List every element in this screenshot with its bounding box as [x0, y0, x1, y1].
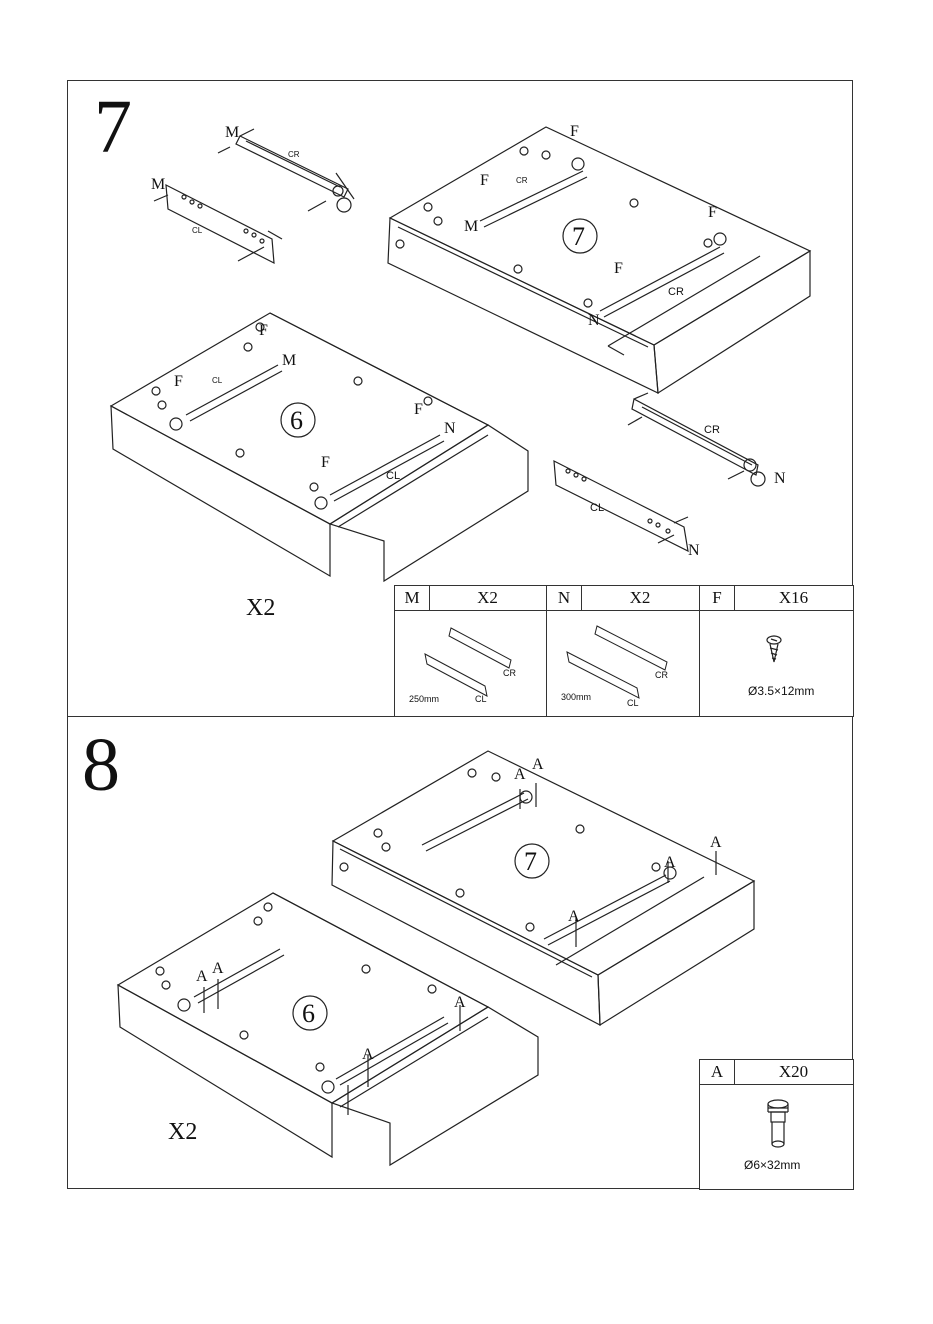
step-7-parts-table: M X2 CR CL 250mm N X2 — [394, 585, 854, 717]
board-6-label-step8: 6 — [302, 999, 315, 1028]
board-6-frame — [111, 313, 528, 581]
label-cl-1: CL — [192, 226, 203, 235]
callout-n-3: N — [774, 470, 786, 487]
part-count-a: X20 — [734, 1060, 853, 1084]
callout-a-5: A — [568, 908, 580, 925]
board-7-frame-step8 — [332, 751, 754, 1025]
part-cell-n: N X2 CR CL 300mm — [547, 586, 700, 716]
label-cr-2: CR — [516, 176, 528, 185]
board-6-label: 6 — [290, 406, 303, 435]
loose-slide-m-cr — [218, 129, 354, 212]
board-7-frame — [388, 127, 810, 393]
part-code-a: A — [700, 1060, 735, 1084]
step-7-illustration: M M CR CL 7 F F M F F N — [68, 81, 852, 586]
loose-slide-n-cr — [628, 393, 765, 486]
callout-a-1: A — [514, 766, 526, 783]
part-count-n: X2 — [581, 586, 699, 610]
board-6-frame-step8 — [118, 893, 538, 1165]
callout-a-7: A — [212, 960, 224, 977]
part-code-f: F — [700, 586, 735, 610]
callout-f-7: F — [414, 401, 423, 418]
callout-m-3: M — [464, 218, 478, 235]
part-count-f: X16 — [734, 586, 853, 610]
callout-f-6: F — [174, 373, 183, 390]
callout-m-4: M — [282, 352, 296, 369]
board-7-label-step8: 7 — [524, 847, 537, 876]
part-code-n: N — [547, 586, 582, 610]
callout-a-6: A — [196, 968, 208, 985]
callout-f-2: F — [480, 172, 489, 189]
part-n-length: 300mm — [561, 692, 591, 702]
board-7-label: 7 — [572, 222, 585, 251]
callout-n-1: N — [588, 312, 600, 329]
part-m-left-label: CL — [475, 694, 487, 704]
label-cr-4: CR — [704, 424, 720, 436]
part-count-m: X2 — [429, 586, 546, 610]
step-8-panel: 8 X2 7 — [67, 716, 853, 1189]
part-f-spec: Ø3.5×12mm — [748, 684, 814, 698]
label-cl-4: CL — [590, 502, 604, 514]
label-cl-3: CL — [386, 470, 400, 482]
callout-a-9: A — [362, 1046, 374, 1063]
part-m-length: 250mm — [409, 694, 439, 704]
callout-a-4: A — [664, 854, 676, 871]
callout-n-2: N — [444, 420, 456, 437]
part-a-spec: Ø6×32mm — [744, 1158, 800, 1172]
callout-a-3: A — [710, 834, 722, 851]
callout-a-8: A — [454, 994, 466, 1011]
label-cl-2: CL — [212, 376, 223, 385]
callout-a-2: A — [532, 756, 544, 773]
part-code-m: M — [395, 586, 430, 610]
part-n-right-label: CR — [655, 670, 668, 680]
part-n-left-label: CL — [627, 698, 639, 708]
step-7-panel: 7 X2 M M CR CL — [67, 80, 853, 717]
part-cell-f: F X16 Ø3.5×12mm — [700, 586, 853, 716]
callout-f-4: F — [614, 260, 623, 277]
label-cr-3: CR — [668, 286, 684, 298]
step-7-quantity: X2 — [246, 595, 275, 622]
callout-f-8: F — [321, 454, 330, 471]
callout-m-1: M — [225, 124, 239, 141]
part-cell-m: M X2 CR CL 250mm — [395, 586, 547, 716]
callout-f-1: F — [570, 123, 579, 140]
loose-slide-n-cl — [554, 461, 688, 551]
callout-m-2: M — [151, 176, 165, 193]
cam-dowel-icon — [700, 1084, 853, 1164]
part-m-right-label: CR — [503, 668, 516, 678]
step-8-parts-table: A X20 Ø6×32mm — [699, 1059, 854, 1190]
label-cr-1: CR — [288, 150, 300, 159]
screw-icon — [700, 610, 850, 690]
callout-f-3: F — [708, 204, 717, 221]
callout-f-5: F — [259, 322, 268, 339]
loose-slide-m-cl — [154, 185, 282, 263]
callout-n-4: N — [688, 542, 700, 559]
